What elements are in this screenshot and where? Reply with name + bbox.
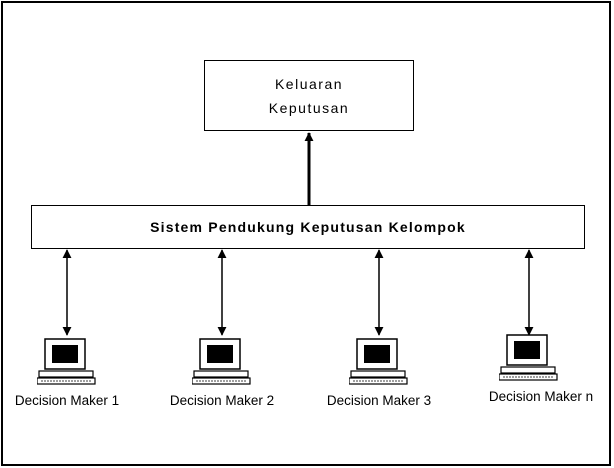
output-line-2: Keputusan: [268, 99, 350, 116]
system-label: Sistem Pendukung Keputusan Kelompok: [150, 219, 466, 235]
decision-maker-2-label: Decision Maker 2: [169, 393, 275, 408]
decision-maker-3-label: Decision Maker 3: [326, 393, 432, 408]
computer-icon: [36, 337, 97, 387]
decision-maker-1-label: Decision Maker 1: [14, 393, 120, 408]
output-line-1: Keluaran: [274, 75, 344, 92]
output-decision-box: Keluaran Keputusan: [204, 60, 414, 131]
computer-icon: [191, 337, 252, 387]
computer-icon: [348, 337, 409, 387]
decision-maker-n-label: Decision Maker n: [488, 389, 594, 404]
group-decision-support-system-box: Sistem Pendukung Keputusan Kelompok: [31, 205, 585, 249]
computer-icon: [498, 333, 559, 383]
